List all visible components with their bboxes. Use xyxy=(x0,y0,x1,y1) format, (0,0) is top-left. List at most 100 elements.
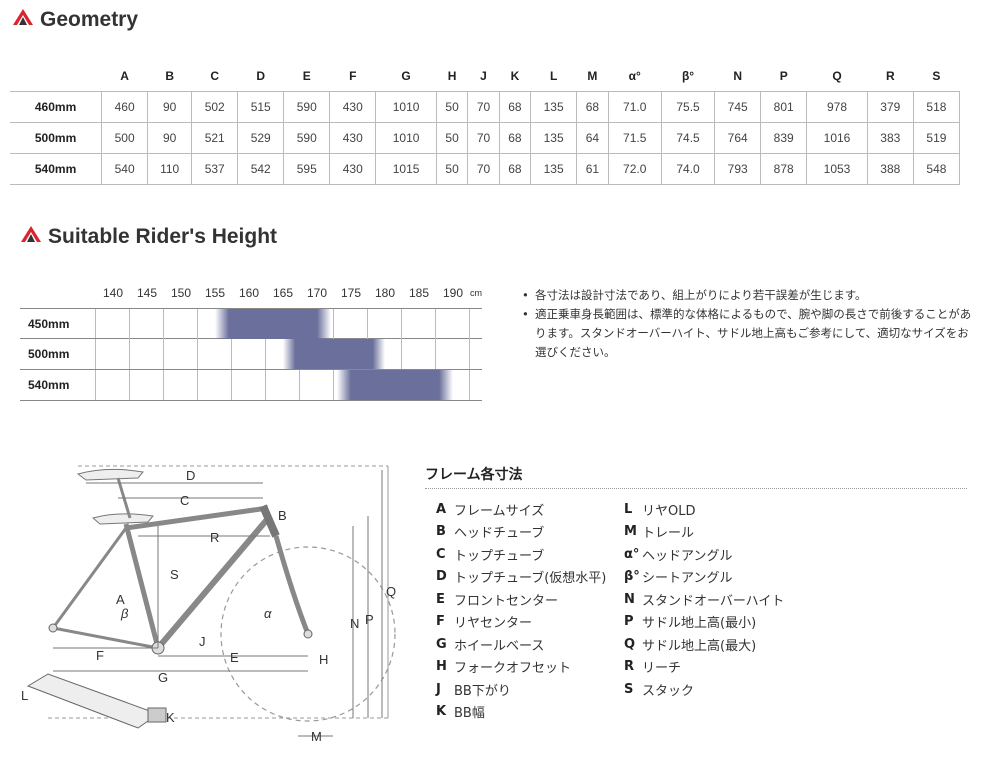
legend-key: M xyxy=(624,524,637,540)
column-header: J xyxy=(480,69,487,84)
legend-key: F xyxy=(436,614,445,630)
table-cell: 74.0 xyxy=(660,152,716,185)
front-wheel xyxy=(220,546,396,722)
legend-label: トレール xyxy=(642,526,695,542)
table-cell: 978 xyxy=(806,90,868,123)
legend-key: D xyxy=(436,569,447,585)
geometry-title-text: Geometry xyxy=(40,8,139,31)
table-cell: 68 xyxy=(576,90,609,123)
column-header: R xyxy=(885,69,895,84)
height-tick: 180 xyxy=(374,286,396,300)
table-cell: 1010 xyxy=(375,121,437,154)
height-cells xyxy=(96,309,482,339)
diagram-label: J xyxy=(199,634,206,649)
height-cell xyxy=(300,309,334,339)
legend-label: サドル地上高(最大) xyxy=(642,638,757,654)
table-cell: 70 xyxy=(467,152,500,185)
height-tick: 170 xyxy=(306,286,328,300)
chain-stay xyxy=(52,626,159,650)
legend-label: フォークオフセット xyxy=(454,661,572,677)
table-cell: 50 xyxy=(435,121,469,154)
height-cell xyxy=(164,370,198,400)
legend-label: ヘッドアングル xyxy=(642,548,733,564)
height-range-bar xyxy=(337,370,453,400)
height-cell xyxy=(164,339,198,369)
top-tube xyxy=(125,505,269,531)
table-cell: 460 xyxy=(101,90,149,123)
height-cell xyxy=(96,339,130,369)
row-label: 540mm xyxy=(10,152,103,185)
brand-logo-icon xyxy=(20,225,42,249)
column-header: H xyxy=(447,69,457,84)
diagram-label: α xyxy=(264,606,272,621)
height-cell xyxy=(334,309,368,339)
legend-label: フレームサイズ xyxy=(454,503,545,519)
height-cell xyxy=(96,370,130,400)
table-cell: 1010 xyxy=(375,90,437,123)
table-cell: 430 xyxy=(329,121,377,154)
legend-item: N スタンドオーバーハイト xyxy=(624,588,784,611)
legend-label: フロントセンター xyxy=(454,593,559,609)
table-cell: 68 xyxy=(498,152,532,185)
column-header: A xyxy=(120,69,129,84)
legend-key: α° xyxy=(624,546,640,562)
legend-key: N xyxy=(624,591,635,607)
table-cell: 537 xyxy=(191,152,239,185)
row-label: 460mm xyxy=(10,90,103,123)
table-cell: 590 xyxy=(283,90,331,123)
height-tick: 190 xyxy=(442,286,464,300)
column-header: L xyxy=(549,69,558,84)
diagram-label: B xyxy=(278,508,287,523)
diagram-label: β xyxy=(120,606,129,621)
legend-label: BB幅 xyxy=(454,706,485,722)
column-header: D xyxy=(256,69,266,84)
table-cell: 515 xyxy=(237,90,285,123)
height-tick: 145 xyxy=(136,286,158,300)
legend-label: スタンドオーバーハイト xyxy=(642,593,785,609)
head-tube xyxy=(259,504,280,538)
height-tick: 175 xyxy=(340,286,362,300)
diagram-label: P xyxy=(365,612,374,627)
table-cell: 430 xyxy=(329,152,377,185)
height-tick: 150 xyxy=(170,286,192,300)
height-cell xyxy=(232,370,266,400)
height-range-bar xyxy=(283,339,385,369)
legend-key: P xyxy=(624,614,634,630)
rider-height-title: Suitable Rider's Height xyxy=(20,225,277,249)
column-header: G xyxy=(401,69,411,84)
height-cell xyxy=(402,339,436,369)
note-item: 各寸法は設計寸法であり、組上がりにより若干誤差が生じます。 xyxy=(522,286,972,305)
table-cell: 68 xyxy=(498,121,532,154)
legend-label: リヤセンター xyxy=(454,616,533,632)
table-cell: 64 xyxy=(576,121,609,154)
diagram-label: G xyxy=(158,670,168,685)
height-cell xyxy=(232,339,266,369)
legend-key: A xyxy=(436,501,447,517)
table-cell: 72.0 xyxy=(607,152,662,185)
legend-item: β°シートアングル xyxy=(624,566,784,589)
height-tick: 165 xyxy=(272,286,294,300)
legend-label: ホイールベース xyxy=(454,638,545,654)
height-cell xyxy=(368,339,402,369)
legend-item: A フレームサイズ xyxy=(436,498,606,521)
legend-key: J xyxy=(436,681,441,697)
fork xyxy=(273,535,311,635)
height-cell xyxy=(436,339,470,369)
table-cell: 1015 xyxy=(375,152,437,185)
legend-key: S xyxy=(624,681,634,697)
height-cell xyxy=(300,370,334,400)
table-cell: 90 xyxy=(147,121,193,154)
table-cell: 50 xyxy=(435,152,469,185)
table-cell: 50 xyxy=(435,90,469,123)
height-tick: 140 xyxy=(102,286,124,300)
legend-label: シートアングル xyxy=(642,571,733,587)
diagram-label: R xyxy=(210,530,219,545)
